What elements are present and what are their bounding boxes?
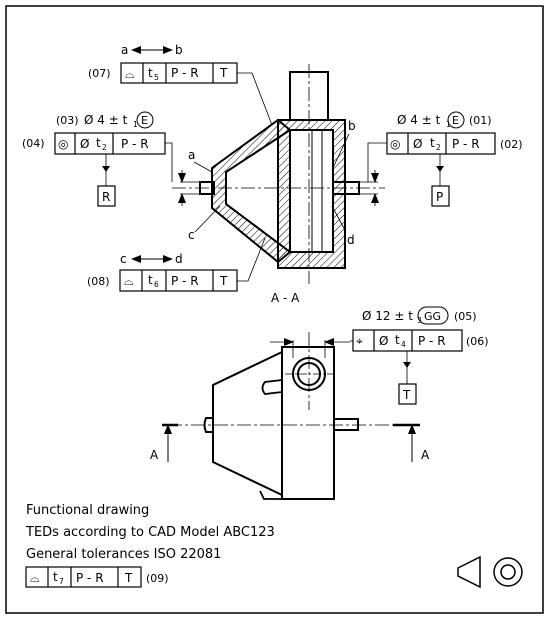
projection-symbol-icon: [457, 555, 523, 589]
svg-text:T: T: [219, 66, 228, 80]
movement-indicator-ab: a b: [121, 43, 183, 57]
svg-text:⌓: ⌓: [30, 571, 40, 585]
tolerance-frame-04: (03) Ø 4 ± t 1 E (04) ◎ Ø t 2 P - R R: [22, 111, 173, 207]
svg-text:P - R: P - R: [452, 137, 480, 151]
datum-T: T: [402, 388, 411, 402]
svg-text:(04): (04): [22, 137, 45, 150]
svg-text:E: E: [452, 114, 459, 127]
front-body: [281, 346, 335, 500]
drawing-border: [5, 5, 544, 614]
svg-text:4: 4: [401, 340, 406, 349]
cut-label-right: A: [421, 448, 430, 462]
svg-text:t: t: [53, 570, 58, 584]
svg-text:5: 5: [154, 73, 159, 82]
svg-text:◎: ◎: [58, 137, 68, 151]
svg-text:GG: GG: [424, 310, 441, 323]
svg-text:7: 7: [59, 577, 64, 586]
cut-label-left: A: [150, 448, 159, 462]
point-b-label: b: [348, 119, 356, 133]
svg-text:Ø 12 ± t: Ø 12 ± t: [362, 309, 413, 323]
tolerance-frame-07: (07) ⌓ t 5 P - R T: [88, 62, 273, 126]
svg-text:Ø: Ø: [413, 137, 422, 151]
svg-text:2: 2: [102, 143, 107, 152]
svg-text:b: b: [175, 43, 183, 57]
svg-text:P - R: P - R: [171, 66, 199, 80]
svg-text:(07): (07): [88, 67, 111, 80]
svg-text:(03): (03): [56, 114, 79, 127]
svg-text:P - R: P - R: [76, 571, 104, 585]
svg-text:◎: ◎: [390, 137, 400, 151]
svg-text:t: t: [430, 136, 435, 150]
point-a-label: a: [188, 148, 195, 162]
svg-text:t: t: [96, 136, 101, 150]
note-functional: Functional drawing: [26, 503, 150, 518]
section-title: A - A: [271, 291, 300, 305]
svg-text:a: a: [121, 43, 128, 57]
front-right-pin: [333, 418, 359, 431]
svg-text:6: 6: [154, 280, 159, 289]
svg-text:(08): (08): [87, 275, 110, 288]
note-teds: TEDs according to CAD Model ABC123: [26, 525, 275, 540]
point-c-label: c: [188, 228, 195, 242]
svg-text:Ø: Ø: [379, 334, 388, 348]
svg-text:⌖: ⌖: [356, 334, 363, 348]
movement-indicator-cd: c d: [120, 252, 183, 266]
svg-text:Ø 4 ± t: Ø 4 ± t: [397, 113, 441, 127]
section-view: a c b d A - A: [172, 64, 385, 305]
tolerance-frame-02: Ø 4 ± t 1 E (01) ◎ Ø t 2 P - R (02) P: [367, 111, 523, 207]
datum-P: P: [436, 190, 443, 204]
svg-text:2: 2: [436, 143, 441, 152]
svg-text:(09): (09): [146, 572, 169, 585]
svg-text:(01): (01): [469, 114, 492, 127]
svg-text:(02): (02): [500, 138, 523, 151]
svg-text:T: T: [219, 274, 228, 288]
datum-R: R: [102, 190, 110, 204]
svg-text:Ø 4 ± t: Ø 4 ± t: [84, 113, 128, 127]
svg-text:E: E: [141, 114, 148, 127]
note-general-tolerances: General tolerances ISO 22081: [26, 547, 222, 562]
svg-text:c: c: [120, 252, 127, 266]
svg-text:t: t: [148, 66, 153, 80]
tolerance-frame-09: ⌓ t 7 P - R T (09): [25, 566, 169, 588]
svg-text:(06): (06): [466, 335, 489, 348]
svg-text:t: t: [395, 333, 400, 347]
tolerance-frame-06: Ø 12 ± t 3 GG (05) ⌖ Ø t 4 P - R (06) T: [350, 306, 489, 405]
svg-text:P - R: P - R: [121, 137, 149, 151]
point-d-label: d: [347, 233, 355, 247]
tolerance-frame-08: (08) ⌓ t 6 P - R T: [87, 237, 266, 292]
svg-text:⌓: ⌓: [125, 67, 135, 81]
front-view: A A: [150, 332, 430, 500]
svg-text:Ø: Ø: [80, 137, 89, 151]
svg-text:P - R: P - R: [418, 334, 446, 348]
svg-text:T: T: [124, 571, 133, 585]
svg-text:P - R: P - R: [171, 274, 199, 288]
svg-text:d: d: [175, 252, 183, 266]
front-cone: [212, 351, 283, 496]
svg-text:t: t: [148, 273, 153, 287]
svg-text:1: 1: [446, 120, 451, 129]
svg-text:(05): (05): [454, 310, 477, 323]
svg-text:1: 1: [133, 120, 138, 129]
svg-text:⌓: ⌓: [124, 274, 134, 288]
